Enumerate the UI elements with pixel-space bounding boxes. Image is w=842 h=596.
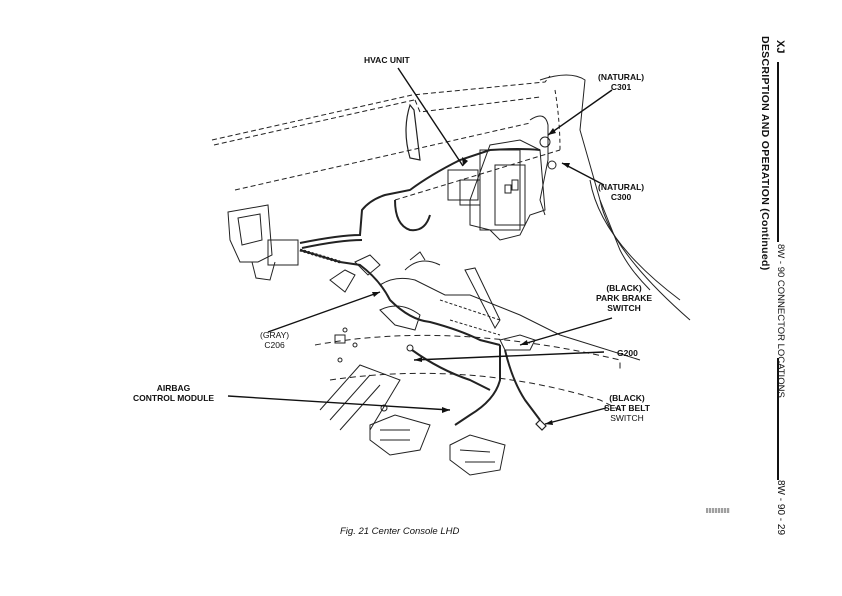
leader-hvac [397, 67, 464, 167]
dashboard-outline [211, 75, 561, 201]
label-g200: G200 [617, 348, 638, 358]
label-airbag-line2: CONTROL MODULE [133, 393, 215, 403]
leader-seat-belt [544, 407, 607, 425]
label-seat-belt-switch: (BLACK) SEAT BELT SWITCH [604, 393, 650, 423]
a-pillar [539, 74, 651, 291]
leader-park-brake [519, 317, 613, 346]
label-c206: (GRAY) C206 [260, 330, 289, 350]
label-c300-color: (NATURAL) [598, 182, 645, 192]
label-park-brake-color: (BLACK) [606, 283, 642, 293]
arrow-heads [372, 128, 570, 425]
leader-g200 [413, 351, 605, 361]
seat-belt-buckle-bracket [449, 434, 506, 476]
label-park-brake-line2: SWITCH [607, 303, 641, 313]
header-rule [777, 62, 779, 242]
label-airbag-line1: AIRBAG [156, 383, 191, 393]
g200-ground [406, 344, 414, 352]
label-c301-id: C301 [610, 82, 632, 92]
leader-c300 [561, 162, 605, 186]
seat-belt-switch [535, 419, 547, 431]
label-c206-color: (GRAY) [260, 330, 290, 340]
label-c206-id: C206 [264, 340, 285, 350]
label-park-brake-line1: PARK BRAKE [596, 293, 653, 303]
center-console [329, 251, 641, 361]
dash-vent [405, 103, 421, 161]
label-c301-color: (NATURAL) [598, 72, 645, 82]
label-seat-belt-line2: SWITCH [610, 413, 644, 423]
harness-braid [299, 248, 341, 264]
leader-c206 [267, 291, 381, 333]
park-brake-lever [464, 267, 501, 330]
label-c301: (NATURAL) C301 [598, 72, 644, 92]
label-hvac-unit: HVAC UNIT [364, 55, 410, 65]
leader-c301 [547, 89, 613, 136]
figure-caption: Fig. 21 Center Console LHD [340, 526, 460, 537]
body-control-module [227, 204, 299, 281]
label-seat-belt-line1: SEAT BELT [604, 403, 650, 413]
airbag-control-module [369, 404, 431, 456]
label-park-brake-switch: (BLACK) PARK BRAKE SWITCH [596, 283, 652, 313]
header-rule [777, 358, 779, 480]
leader-lines [227, 67, 613, 425]
label-c300-id: C300 [610, 192, 632, 202]
figure-id-mark [706, 508, 730, 513]
label-c300: (NATURAL) C300 [598, 182, 644, 202]
hvac-unit [447, 115, 557, 241]
label-airbag-control-module: AIRBAG CONTROL MODULE [133, 383, 214, 403]
wire-harness [299, 148, 541, 426]
leader-airbag [227, 395, 451, 411]
label-seat-belt-color: (BLACK) [609, 393, 645, 403]
